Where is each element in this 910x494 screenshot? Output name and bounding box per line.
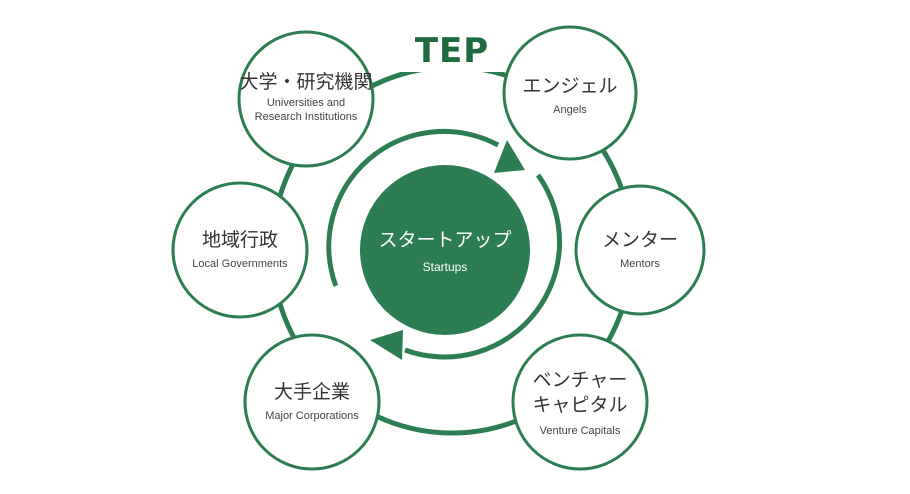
center-label-jp: スタートアップ — [378, 229, 511, 251]
node-venture-capitals: ベンチャー キャピタル Venture Capitals — [511, 333, 649, 471]
node-universities: 大学・研究機関 Universities and Research Instit… — [237, 30, 375, 168]
cycle-arc-upper — [326, 129, 500, 287]
node-major-corporations: 大手企業 Major Corporations — [243, 333, 381, 471]
center-circle — [360, 165, 530, 335]
svg-text:大手企業: 大手企業 — [274, 381, 350, 403]
node-angels: エンジェル Angels — [502, 25, 638, 161]
cycle-arrowhead-lower — [370, 330, 403, 360]
cycle-arrowhead-upper — [494, 140, 525, 173]
node-local-governments: 地域行政 Local Governments — [171, 181, 309, 319]
svg-text:地域行政: 地域行政 — [202, 229, 278, 251]
svg-text:Major Corporations: Major Corporations — [265, 410, 359, 422]
svg-text:Research Institutions: Research Institutions — [255, 111, 358, 123]
svg-text:エンジェル: エンジェル — [522, 75, 617, 97]
svg-text:ベンチャー: ベンチャー — [533, 369, 628, 391]
svg-text:大学・研究機関: 大学・研究機関 — [239, 71, 372, 93]
svg-text:Mentors: Mentors — [620, 258, 660, 270]
tep-title: TEP — [415, 31, 489, 71]
svg-text:キャピタル: キャピタル — [532, 394, 627, 416]
svg-text:メンター: メンター — [602, 229, 678, 251]
svg-text:Universities and: Universities and — [267, 97, 345, 109]
svg-text:Venture Capitals: Venture Capitals — [540, 425, 621, 437]
svg-text:Local Governments: Local Governments — [192, 258, 288, 270]
cycle-arc-lower — [404, 173, 563, 360]
title-backing — [382, 22, 522, 72]
svg-text:Angels: Angels — [553, 104, 587, 116]
center-label-en: Startups — [423, 260, 468, 274]
node-mentors: メンター Mentors — [574, 184, 706, 316]
